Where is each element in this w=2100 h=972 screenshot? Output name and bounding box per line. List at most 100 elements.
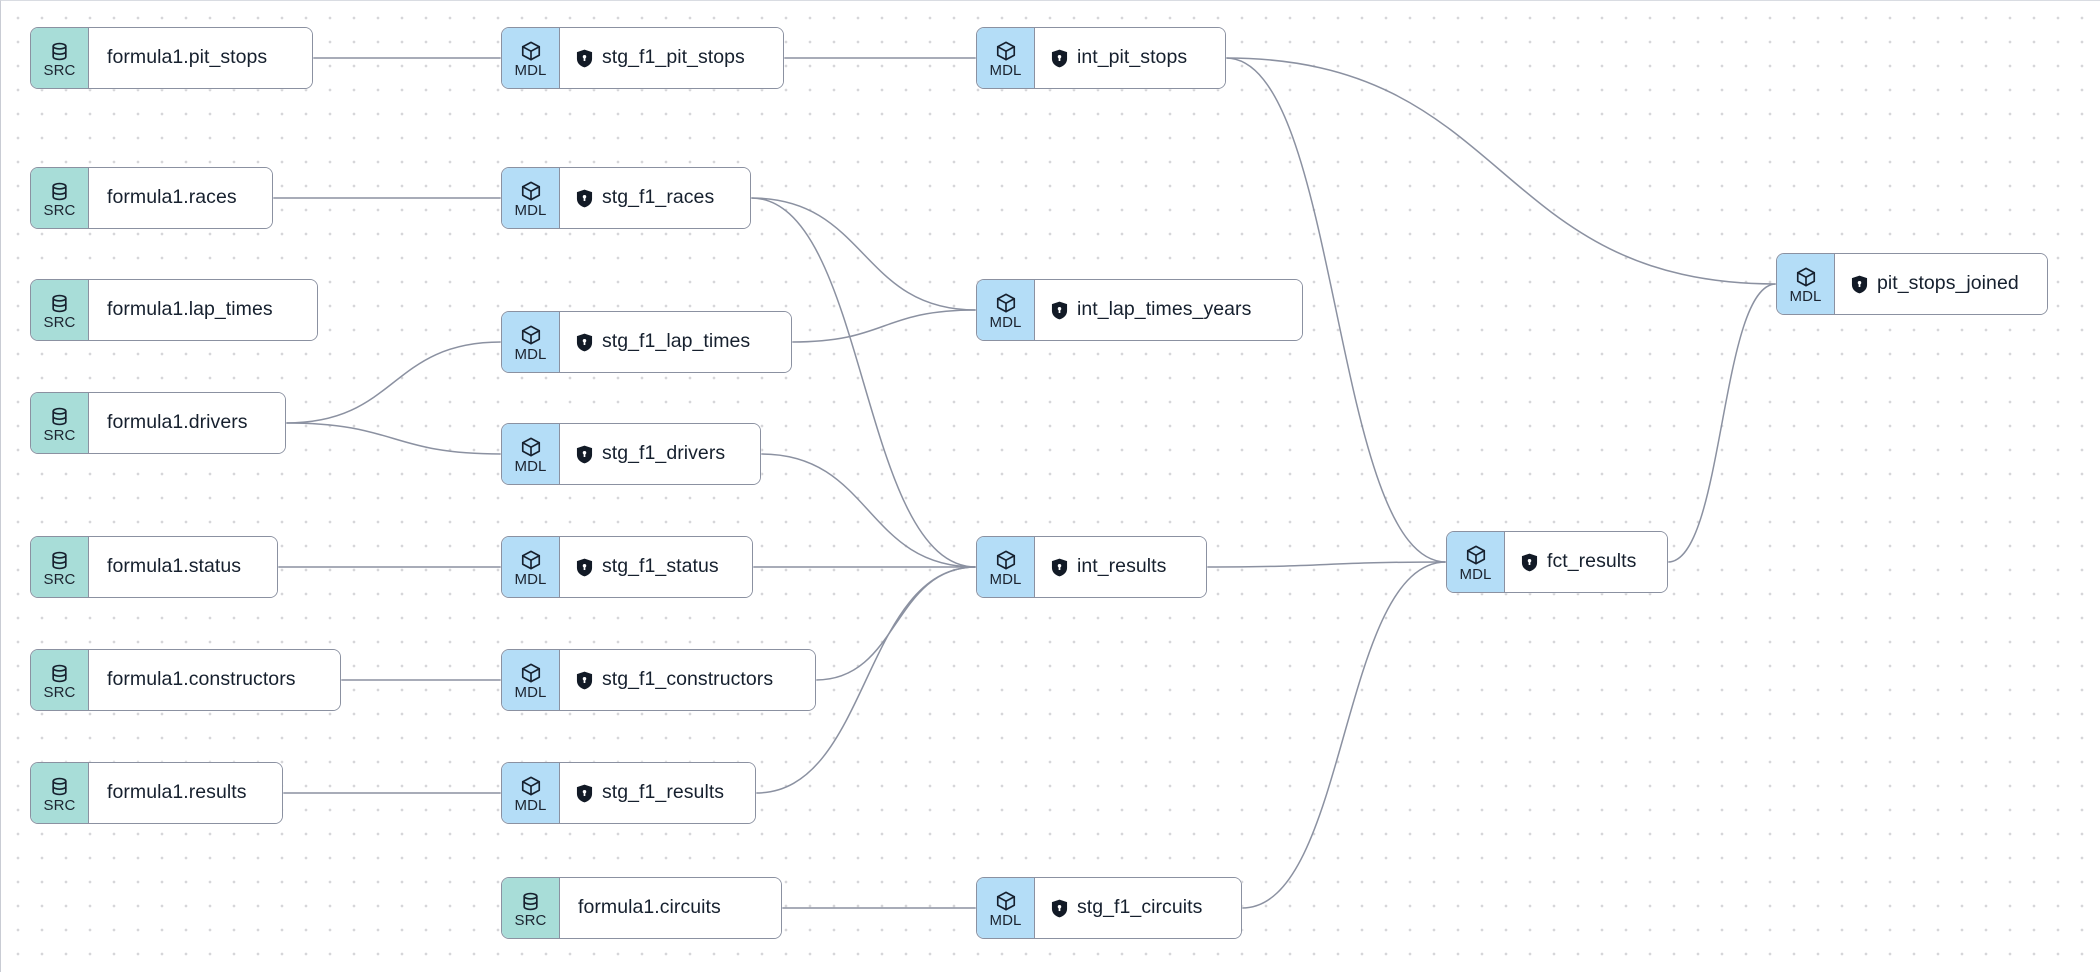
badge-text: SRC <box>43 201 76 219</box>
cube-icon <box>520 549 542 571</box>
node-body: stg_f1_status <box>560 537 752 597</box>
node-label: formula1.drivers <box>107 411 248 434</box>
cube-icon <box>520 436 542 458</box>
node-label: formula1.races <box>107 186 237 209</box>
node-label: int_pit_stops <box>1077 46 1188 69</box>
cube-icon <box>995 549 1017 571</box>
source-badge: SRC <box>31 28 89 88</box>
graph-node-src_lap_times[interactable]: SRC formula1.lap_times <box>30 279 318 341</box>
shield-icon <box>576 333 593 352</box>
model-badge: MDL <box>977 28 1035 88</box>
graph-node-src_pit_stops[interactable]: SRC formula1.pit_stops <box>30 27 313 89</box>
node-body: stg_f1_constructors <box>560 650 815 710</box>
graph-node-int_pit_stops[interactable]: MDL int_pit_stops <box>976 27 1226 89</box>
graph-node-stg_pit_stops[interactable]: MDL stg_f1_pit_stops <box>501 27 784 89</box>
cube-icon <box>520 662 542 684</box>
node-body: stg_f1_pit_stops <box>560 28 783 88</box>
graph-node-stg_constructors[interactable]: MDL stg_f1_constructors <box>501 649 816 711</box>
node-body: formula1.results <box>89 763 282 823</box>
edge-int_pit_stops-to-pit_stops_joined <box>1225 57 1777 285</box>
node-body: formula1.races <box>89 168 272 228</box>
node-label: stg_f1_status <box>602 555 719 578</box>
model-badge: MDL <box>977 878 1035 938</box>
model-badge: MDL <box>1447 532 1505 592</box>
node-body: formula1.status <box>89 537 277 597</box>
source-badge: SRC <box>31 280 89 340</box>
node-label: stg_f1_circuits <box>1077 896 1203 919</box>
source-badge: SRC <box>31 168 89 228</box>
model-badge: MDL <box>502 537 560 597</box>
shield-icon <box>576 671 593 690</box>
node-label: stg_f1_results <box>602 781 725 804</box>
node-label: stg_f1_drivers <box>602 442 726 465</box>
node-body: stg_f1_drivers <box>560 424 760 484</box>
model-badge: MDL <box>502 650 560 710</box>
cube-icon <box>1465 544 1487 566</box>
graph-node-src_races[interactable]: SRC formula1.races <box>30 167 273 229</box>
node-body: int_lap_times_years <box>1035 280 1302 340</box>
badge-text: MDL <box>514 62 547 79</box>
node-label: formula1.pit_stops <box>107 46 268 69</box>
badge-text: SRC <box>43 683 76 701</box>
cube-icon <box>995 40 1017 62</box>
cube-icon <box>520 324 542 346</box>
edge-stg_races-to-int_lap_times_years <box>750 197 977 311</box>
cube-icon <box>995 890 1017 912</box>
badge-text: SRC <box>43 313 76 331</box>
model-badge: MDL <box>977 280 1035 340</box>
node-body: formula1.drivers <box>89 393 285 453</box>
source-badge: SRC <box>31 537 89 597</box>
shield-icon <box>576 189 593 208</box>
edge-src_drivers-to-stg_drivers <box>285 422 502 455</box>
node-body: stg_f1_results <box>560 763 755 823</box>
badge-text: SRC <box>43 796 76 814</box>
model-badge: MDL <box>502 312 560 372</box>
graph-node-src_constructors[interactable]: SRC formula1.constructors <box>30 649 341 711</box>
database-icon <box>49 293 70 314</box>
badge-text: MDL <box>989 62 1022 79</box>
model-badge: MDL <box>502 28 560 88</box>
graph-node-stg_circuits[interactable]: MDL stg_f1_circuits <box>976 877 1242 939</box>
badge-text: MDL <box>989 912 1022 929</box>
source-badge: SRC <box>31 650 89 710</box>
source-badge: SRC <box>31 763 89 823</box>
node-body: int_results <box>1035 537 1206 597</box>
graph-node-stg_drivers[interactable]: MDL stg_f1_drivers <box>501 423 761 485</box>
node-body: pit_stops_joined <box>1835 254 2047 314</box>
model-badge: MDL <box>502 763 560 823</box>
edge-stg_races-to-int_results <box>750 197 977 568</box>
node-label: formula1.lap_times <box>107 298 273 321</box>
node-body: stg_f1_circuits <box>1035 878 1241 938</box>
shield-icon <box>1051 301 1068 320</box>
graph-node-src_results[interactable]: SRC formula1.results <box>30 762 283 824</box>
node-label: formula1.circuits <box>578 896 721 919</box>
model-badge: MDL <box>502 424 560 484</box>
graph-node-stg_results[interactable]: MDL stg_f1_results <box>501 762 756 824</box>
edge-src_drivers-to-stg_lap_times <box>285 341 502 424</box>
shield-icon <box>1051 899 1068 918</box>
edge-stg_constructors-to-int_results <box>815 566 977 681</box>
cube-icon <box>520 180 542 202</box>
node-body: formula1.lap_times <box>89 280 317 340</box>
graph-node-src_status[interactable]: SRC formula1.status <box>30 536 278 598</box>
shield-icon <box>576 784 593 803</box>
badge-text: MDL <box>514 346 547 363</box>
node-label: formula1.constructors <box>107 668 296 691</box>
node-label: stg_f1_constructors <box>602 668 774 691</box>
node-label: stg_f1_pit_stops <box>602 46 745 69</box>
graph-node-stg_status[interactable]: MDL stg_f1_status <box>501 536 753 598</box>
cube-icon <box>520 775 542 797</box>
edge-stg_lap_times-to-int_lap_times_years <box>791 309 977 343</box>
badge-text: SRC <box>43 570 76 588</box>
edge-stg_circuits-to-fct_results <box>1241 561 1447 909</box>
